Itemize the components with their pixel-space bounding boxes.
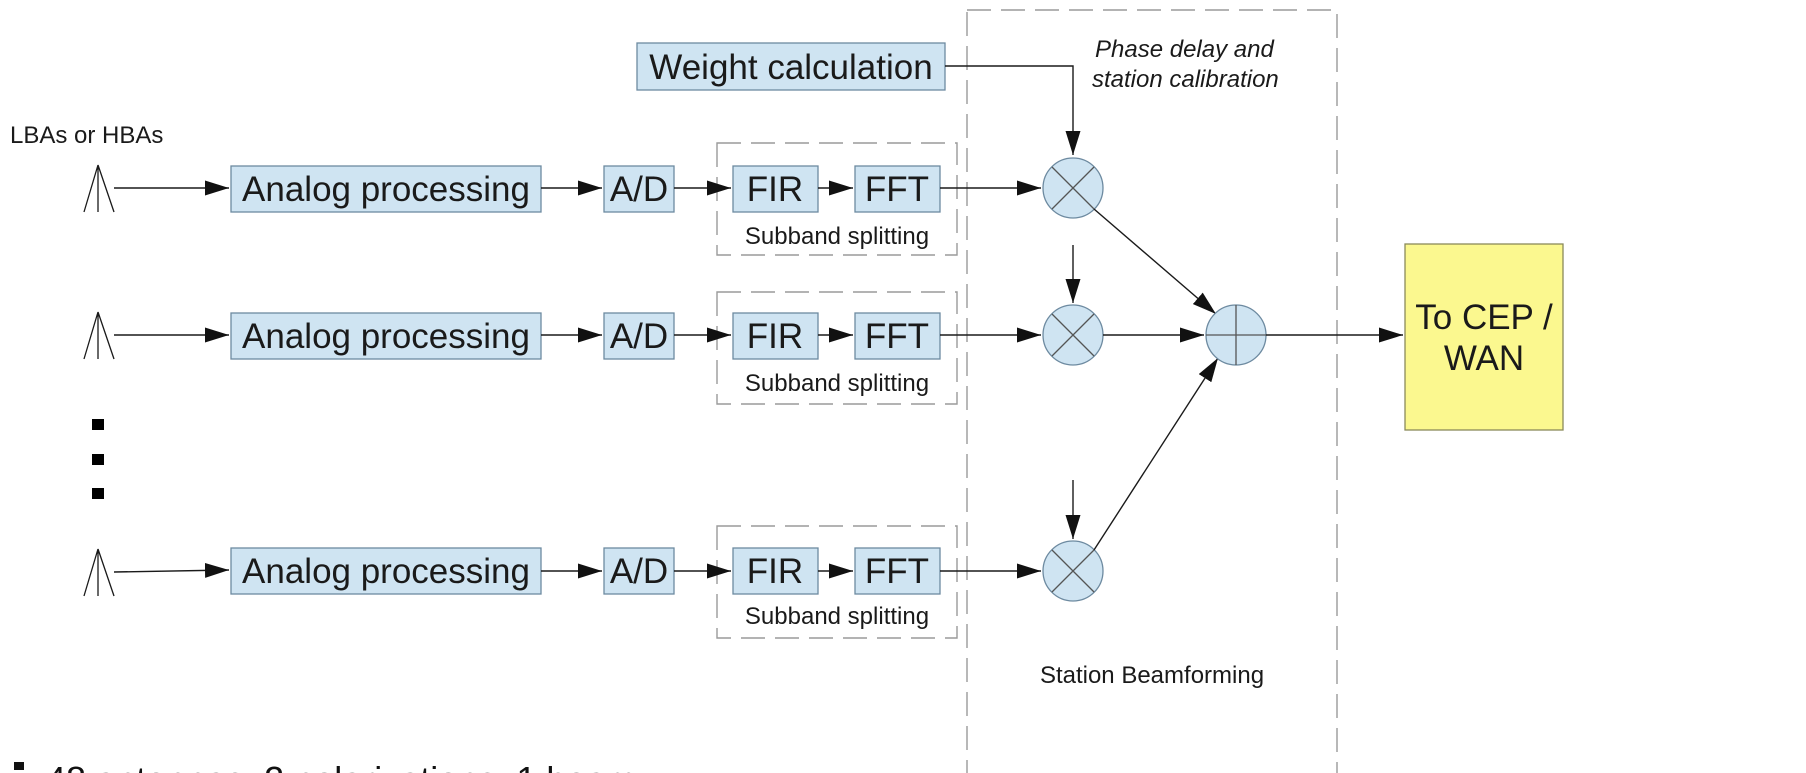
fft-label: FFT xyxy=(865,552,929,591)
subband-splitting-label: Subband splitting xyxy=(745,223,929,250)
subband-splitting-label: Subband splitting xyxy=(745,370,929,397)
analog-processing-label: Analog processing xyxy=(242,317,530,356)
fft-label: FFT xyxy=(865,317,929,356)
ad-converter-block xyxy=(603,312,675,360)
multiply-symbol-icon xyxy=(1051,549,1095,593)
bullet-marker xyxy=(14,762,24,770)
fir-label: FIR xyxy=(747,552,803,591)
fft-label: FFT xyxy=(865,170,929,209)
fft-block xyxy=(854,312,941,360)
phase-note-line1: Phase delay and xyxy=(1095,36,1274,63)
analog-processing-block xyxy=(230,547,542,595)
antenna-feed-line xyxy=(113,562,230,578)
ad-converter-label: A/D xyxy=(610,170,668,209)
signal-chain-row-1: Analog processing A/D FIR FFT Subband sp… xyxy=(83,142,1104,256)
station-beamforming-label: Station Beamforming xyxy=(1040,662,1264,689)
subband-splitting-label: Subband splitting xyxy=(745,603,929,630)
ad-converter-block xyxy=(603,165,675,213)
mult3-to-adder-line xyxy=(1093,357,1219,551)
weight-calculation-label: Weight calculation xyxy=(649,48,932,87)
analog-processing-block xyxy=(230,312,542,360)
antenna-icon xyxy=(83,311,115,360)
ellipsis-dots xyxy=(92,419,104,499)
mult1-to-adder-line xyxy=(1093,208,1217,315)
subband-splitting-region xyxy=(716,291,958,405)
phase-note-line2: station calibration xyxy=(1092,66,1279,93)
fir-block xyxy=(732,165,819,213)
ellipsis-dot xyxy=(92,419,104,430)
output-block xyxy=(1404,243,1564,431)
analog-processing-label: Analog processing xyxy=(242,552,530,591)
ad-converter-block xyxy=(603,547,675,595)
bullet-text: 48 antennas, 2 polarizations, 1 beam xyxy=(46,759,636,773)
output-label-line2: WAN xyxy=(1444,339,1524,378)
fft-block xyxy=(854,165,941,213)
weight-calculation-block xyxy=(636,42,946,91)
subband-splitting-region xyxy=(716,525,958,639)
weight-to-multiplier-line xyxy=(945,65,1081,155)
fir-label: FIR xyxy=(747,170,803,209)
antenna-label: LBAs or HBAs xyxy=(10,122,163,149)
signal-chain-row-3: Analog processing A/D FIR FFT Subband sp… xyxy=(83,480,1104,639)
ad-converter-label: A/D xyxy=(610,552,668,591)
ad-converter-label: A/D xyxy=(610,317,668,356)
subband-splitting-region xyxy=(716,142,958,256)
analog-processing-label: Analog processing xyxy=(242,170,530,209)
plus-symbol-icon xyxy=(1206,305,1266,365)
fir-block xyxy=(732,312,819,360)
station-beamforming-region xyxy=(966,9,1338,773)
output-label-line1: To CEP / xyxy=(1415,298,1553,337)
antenna-icon xyxy=(83,548,115,597)
analog-processing-block xyxy=(230,165,542,213)
fir-block xyxy=(732,547,819,595)
ellipsis-dot xyxy=(92,454,104,465)
multiply-symbol-icon xyxy=(1051,313,1095,357)
antenna-icon xyxy=(83,164,115,213)
multiply-symbol-icon xyxy=(1051,166,1095,210)
fir-label: FIR xyxy=(747,317,803,356)
ellipsis-dot xyxy=(92,488,104,499)
fft-block xyxy=(854,547,941,595)
signal-chain-row-2: Analog processing A/D FIR FFT Subband sp… xyxy=(83,245,1104,405)
